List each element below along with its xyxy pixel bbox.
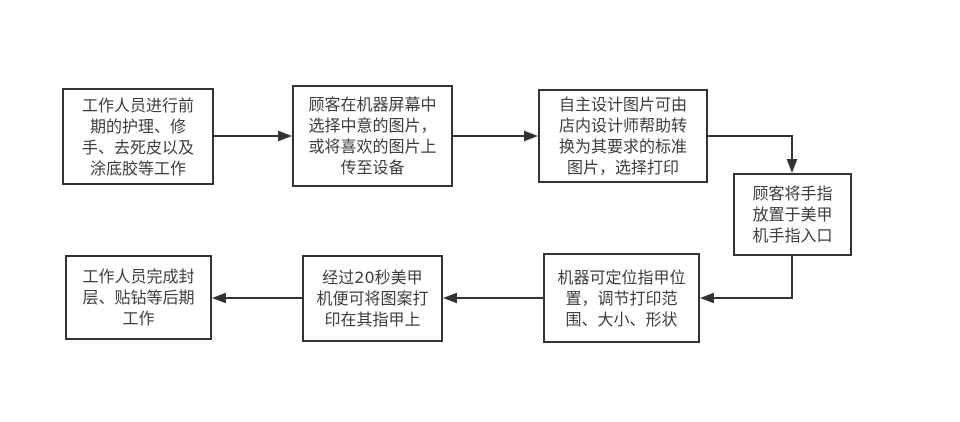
flow-step-place-finger: 顾客将手指 放置于美甲 机手指入口 [733, 173, 852, 256]
arrow-step2-step3 [453, 130, 538, 142]
flow-step-finish-work: 工作人员完成封 层、贴钻等后期 工作 [65, 255, 212, 340]
arrow-step1-step2 [214, 130, 292, 142]
arrow-step6-step7 [212, 292, 302, 304]
flow-step-designer-convert: 自主设计图片可由 店内设计师帮助转 换为其要求的标准 图片，选择打印 [538, 89, 708, 183]
flow-step-choose-image: 顾客在机器屏幕中 选择中意的图片， 或将喜欢的图片上 传至设备 [292, 85, 453, 187]
arrow-step4-step5 [700, 256, 793, 304]
flow-step-machine-locate: 机器可定位指甲位 置，调节打印范 围、大小、形状 [543, 253, 700, 343]
arrow-step5-step6 [443, 292, 543, 304]
arrow-step3-step4 [708, 135, 798, 173]
flow-step-prep-work: 工作人员进行前 期的护理、修 手、去死皮以及 涂底胶等工作 [62, 88, 214, 185]
flow-step-print-20s: 经过20秒美甲 机便可将图案打 印在其指甲上 [302, 255, 443, 342]
